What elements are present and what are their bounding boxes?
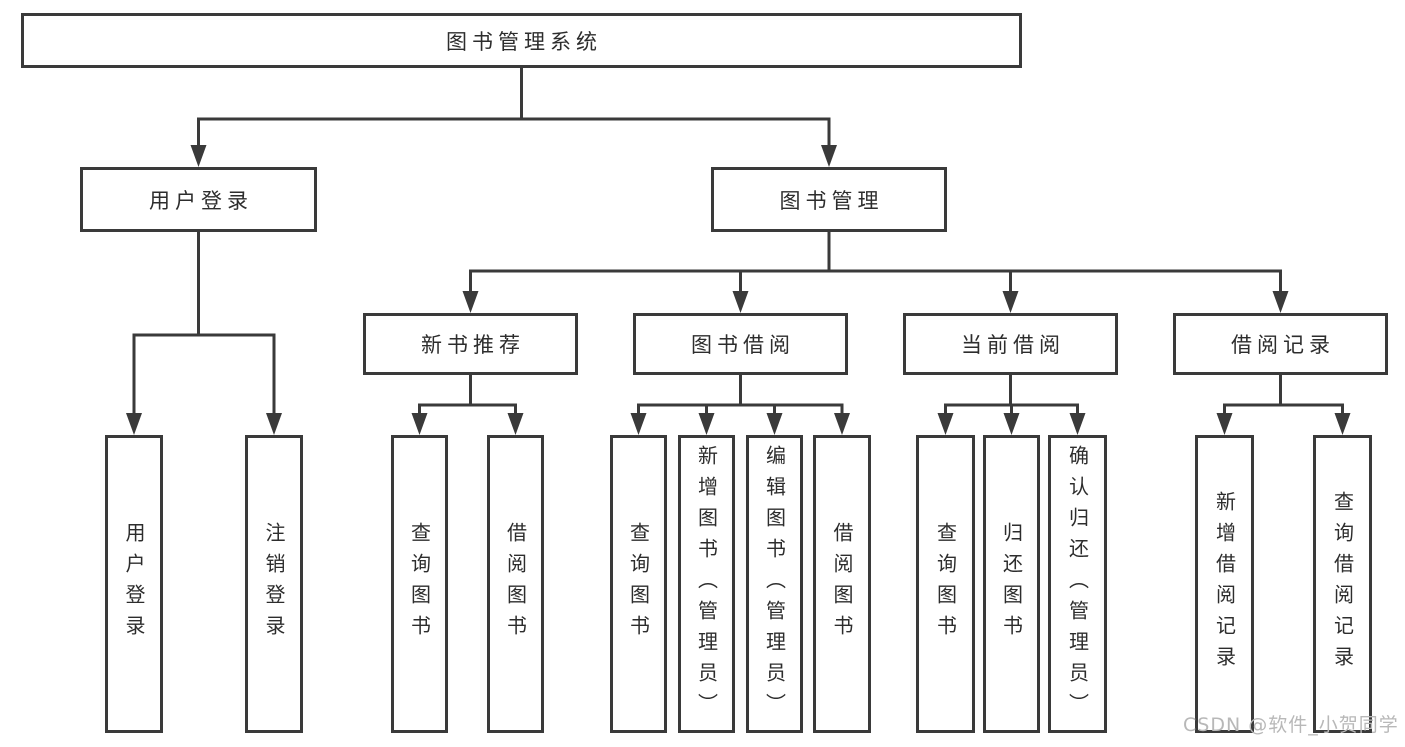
node-new-book-recommend: 新书推荐 [363, 313, 578, 375]
leaf-borrow-query-books: 查询图书 [610, 435, 667, 733]
leaf-current-query-books: 查询图书 [916, 435, 975, 733]
node-user-login: 用户登录 [80, 167, 317, 232]
node-current-borrow: 当前借阅 [903, 313, 1118, 375]
node-system-root: 图书管理系统 [21, 13, 1022, 68]
leaf-current-return-books: 归还图书 [983, 435, 1040, 733]
leaf-current-confirm-return-admin: 确认归还（管理员） [1048, 435, 1107, 733]
node-book-borrow: 图书借阅 [633, 313, 848, 375]
leaf-borrow-edit-books-admin: 编辑图书（管理员） [746, 435, 803, 733]
leaf-record-add-borrow-record: 新增借阅记录 [1195, 435, 1254, 733]
node-book-management: 图书管理 [711, 167, 947, 232]
csdn-watermark: CSDN @软件_小贺同学 [1183, 714, 1399, 736]
node-borrow-record: 借阅记录 [1173, 313, 1388, 375]
leaf-user-login: 用户登录 [105, 435, 163, 733]
leaf-borrow-add-books-admin: 新增图书（管理员） [678, 435, 735, 733]
leaf-recommend-query-books: 查询图书 [391, 435, 448, 733]
leaf-borrow-borrow-books: 借阅图书 [813, 435, 871, 733]
leaf-recommend-borrow-books: 借阅图书 [487, 435, 544, 733]
leaf-record-query-borrow-record: 查询借阅记录 [1313, 435, 1372, 733]
leaf-logout: 注销登录 [245, 435, 303, 733]
